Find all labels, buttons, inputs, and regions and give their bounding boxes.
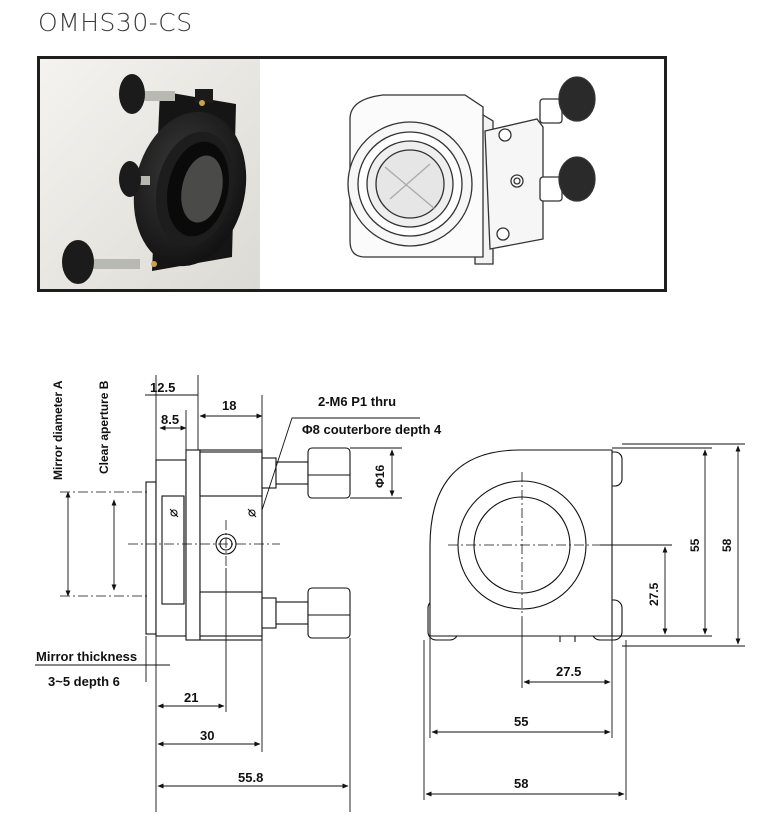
dim-27-5-vertical: 27.5 <box>647 582 661 606</box>
dim-55-vertical: 55 <box>688 538 702 552</box>
knob-top <box>119 74 213 114</box>
product-image-frame <box>37 56 667 292</box>
mirror-thickness-value: 3~5 depth 6 <box>48 674 120 689</box>
dim-27-5-horizontal: 27.5 <box>556 664 581 679</box>
dim-30: 30 <box>200 728 214 743</box>
dim-58-vertical: 58 <box>720 538 734 552</box>
product-3d-render <box>347 76 596 265</box>
page-title: OMHS30-CS <box>38 8 193 37</box>
dim-12-5: 12.5 <box>150 380 175 395</box>
product-photo <box>40 59 260 289</box>
dimension-drawing: Mirror diameter A Clear aperture B 12.5 … <box>35 375 745 812</box>
side-view <box>145 447 351 641</box>
mirror-diameter-label: Mirror diameter A <box>51 380 65 480</box>
knob-middle <box>119 161 150 197</box>
dim-18: 18 <box>222 398 236 413</box>
dim-55-horizontal: 55 <box>514 714 528 729</box>
dim-8-5: 8.5 <box>161 412 179 427</box>
dim-phi16: Φ16 <box>373 464 387 488</box>
knob-bottom <box>62 240 157 284</box>
front-view <box>427 449 623 642</box>
dim-55-8: 55.8 <box>238 770 263 785</box>
thread-note: 2-M6 P1 thru <box>318 394 396 409</box>
clear-aperture-label: Clear aperture B <box>97 380 111 474</box>
mirror-thickness-label: Mirror thickness <box>36 649 137 664</box>
dim-21: 21 <box>184 690 198 705</box>
counterbore-note: Φ8 couterbore depth 4 <box>302 422 442 437</box>
dim-58-horizontal: 58 <box>514 776 528 791</box>
